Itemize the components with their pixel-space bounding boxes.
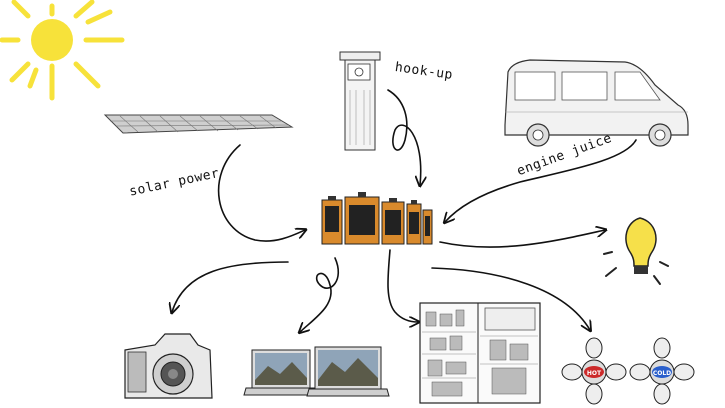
cold-faucet-handle: COLD — [629, 337, 695, 405]
faucet-icon: HOT COLD — [561, 337, 695, 405]
arrow-solar-to-battery — [217, 144, 305, 242]
laptop-icon — [243, 346, 390, 397]
camera-icon — [124, 333, 213, 399]
arrow-battery-to-faucets — [431, 267, 590, 330]
arrow-hookup-to-battery — [387, 89, 421, 185]
arrow-battery-to-bulb — [439, 230, 605, 248]
cold-label: COLD — [653, 370, 671, 377]
fridge-icon — [419, 302, 541, 404]
sun-icon — [0, 0, 125, 101]
hot-label: HOT — [587, 370, 602, 377]
hot-faucet-handle: HOT — [561, 337, 627, 405]
arrow-battery-to-camera — [172, 261, 289, 312]
power-pedestal-icon — [339, 51, 381, 151]
arrow-van-to-battery — [445, 139, 637, 222]
solar-panel-icon — [103, 114, 294, 134]
arrow-battery-to-fridge — [387, 249, 418, 322]
van-icon — [504, 59, 689, 147]
arrow-battery-to-laptops — [300, 257, 340, 332]
battery-bank-icon — [321, 192, 433, 245]
lightbulb-icon — [603, 217, 669, 285]
